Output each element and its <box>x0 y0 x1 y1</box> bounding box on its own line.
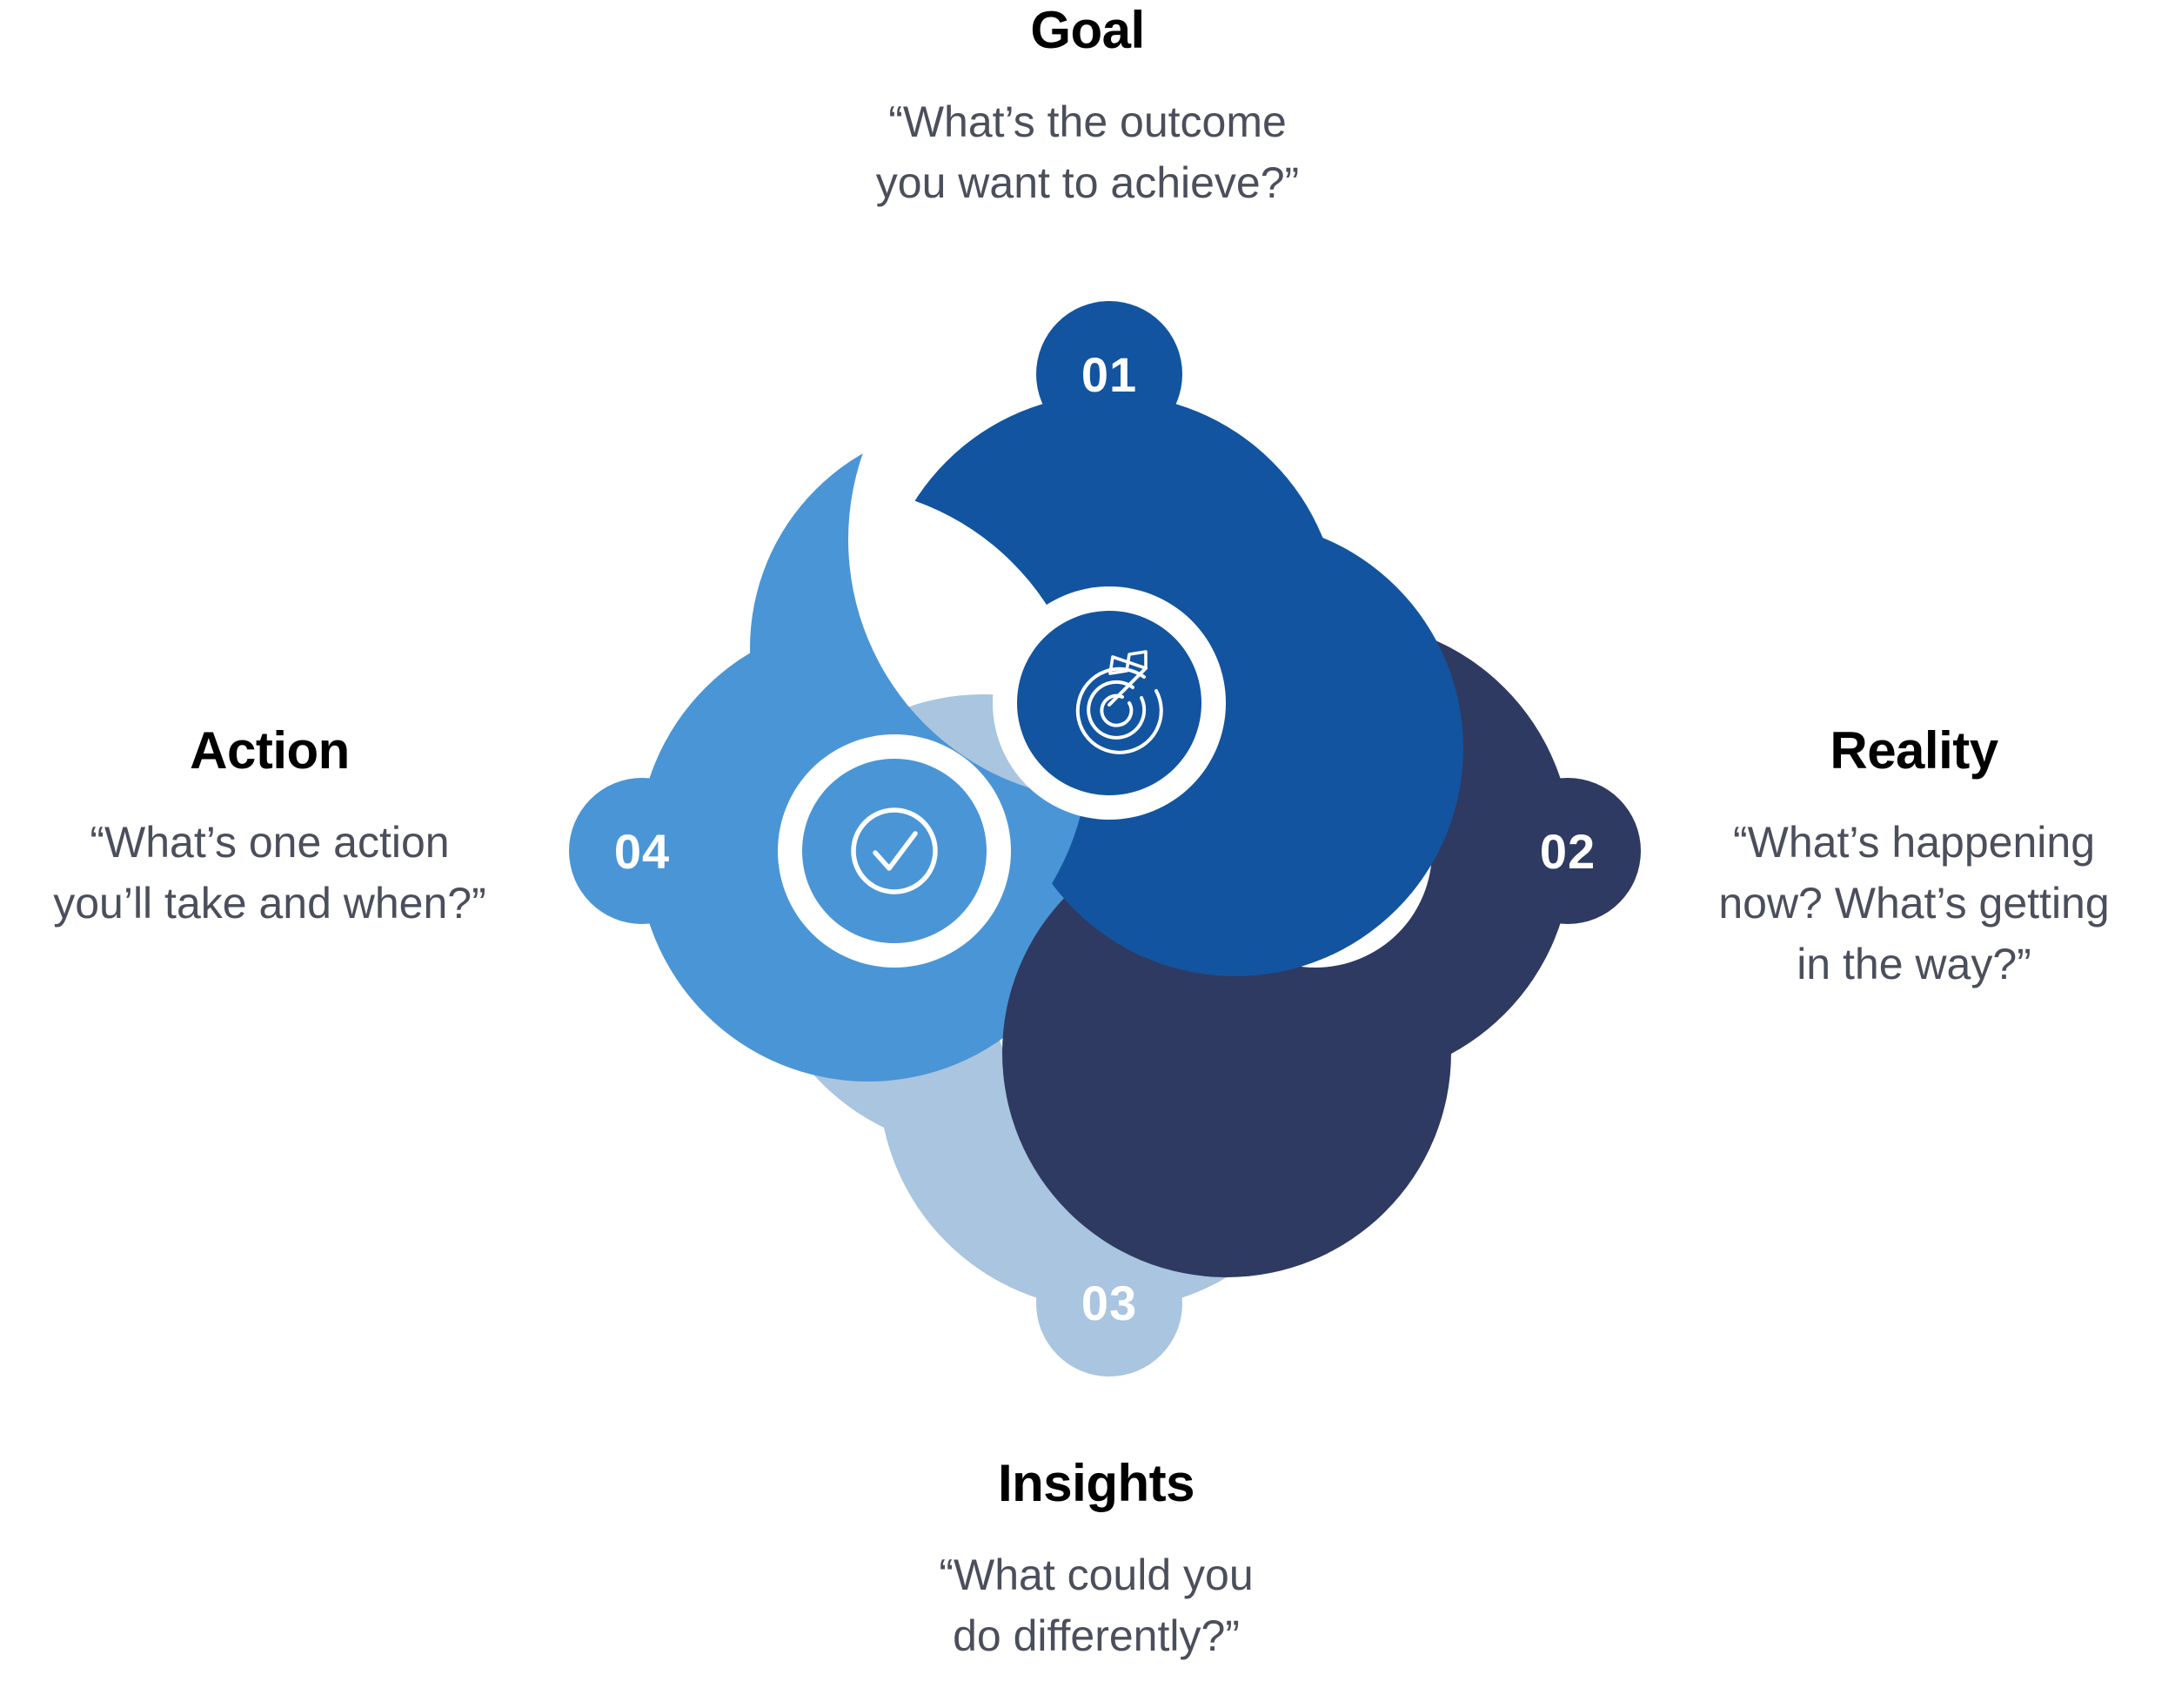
petal-goal[interactable]: 01 <box>879 301 1463 976</box>
petal-insights-number: 03 <box>1081 1276 1137 1330</box>
label-quote-insights-line2: do differently?” <box>953 1611 1240 1660</box>
label-quote-reality: “What’s happening now? What’s getting in… <box>1653 812 2175 995</box>
label-quote-reality-line2: now? What’s getting <box>1718 878 2110 928</box>
label-title-reality: Reality <box>1830 721 1998 780</box>
pinwheel-diagram: 03 <box>539 278 1670 1427</box>
label-block-reality: Reality “What’s happening now? What’s ge… <box>1653 720 2175 995</box>
petal-reality-number: 02 <box>1540 824 1596 879</box>
label-quote-action: “What’s one action you’ll take and when?… <box>0 812 539 934</box>
label-quote-insights-line1: “What could you <box>939 1550 1254 1599</box>
label-quote-goal: “What’s the outcome you want to achieve?… <box>740 91 1436 213</box>
label-quote-insights: “What could you do differently?” <box>826 1544 1366 1666</box>
label-block-insights: Insights “What could you do differently?… <box>826 1453 1366 1666</box>
check-circle-icon <box>851 807 938 894</box>
label-quote-goal-line1: “What’s the outcome <box>888 97 1287 146</box>
target-icon <box>1075 650 1163 754</box>
label-title-insights: Insights <box>997 1454 1195 1512</box>
label-block-action: Action “What’s one action you’ll take an… <box>0 720 539 934</box>
label-quote-action-line2: you’ll take and when?” <box>53 878 486 928</box>
label-quote-reality-line3: in the way?” <box>1797 939 2031 988</box>
petal-goal-number: 01 <box>1081 347 1137 402</box>
petal-action-icon-disc <box>802 759 987 943</box>
label-title-goal: Goal <box>1030 1 1145 59</box>
label-quote-reality-line1: “What’s happening <box>1732 817 2095 867</box>
petal-action-number: 04 <box>614 824 670 879</box>
label-quote-action-line1: “What’s one action <box>90 817 450 867</box>
label-quote-goal-line2: you want to achieve?” <box>875 157 1300 207</box>
label-title-action: Action <box>190 721 350 780</box>
label-block-goal: Goal “What’s the outcome you want to ach… <box>740 0 1436 213</box>
